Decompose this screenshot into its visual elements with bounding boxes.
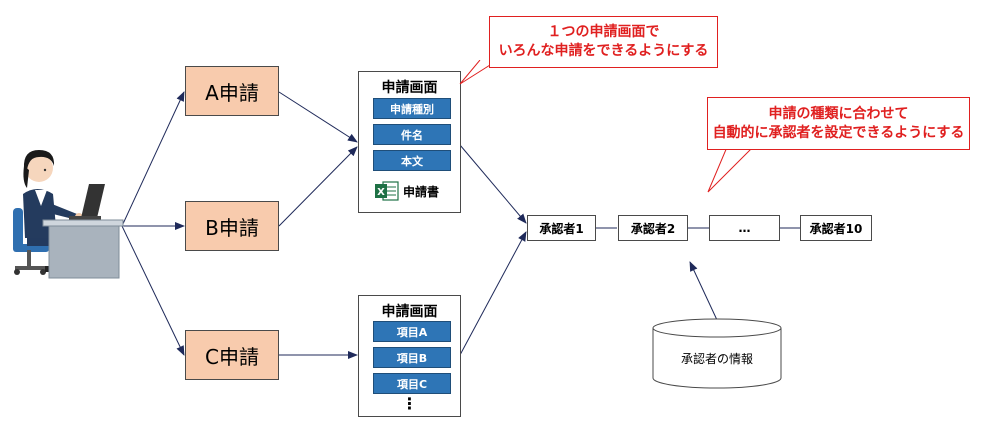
field-item-b: 項目B [373, 347, 451, 368]
field-body: 本文 [373, 150, 451, 171]
attachment-label: 申請書 [403, 185, 440, 199]
approver-1-label: 承認者1 [539, 221, 584, 236]
request-b-box: B申請 [185, 201, 279, 251]
approver-ellipsis-label: … [738, 221, 751, 235]
callout-2-line-1: 申請の種類に合わせて [768, 105, 909, 122]
approver-10-box: 承認者10 [800, 215, 872, 241]
approver-2-label: 承認者2 [630, 221, 676, 236]
field-item-a: 項目A [373, 321, 451, 342]
approver-database-icon [652, 318, 782, 389]
request-a-label: A申請 [205, 80, 259, 105]
callout-1-line-2: いろんな申請をできるようにする [498, 43, 709, 59]
request-a-box: A申請 [185, 66, 279, 116]
screen-2-title: 申請画面 [381, 304, 438, 320]
field-application-type: 申請種別 [373, 98, 451, 119]
field-item-c: 項目C [373, 373, 451, 394]
request-c-box: C申請 [185, 330, 279, 380]
arrow-person-to-a [121, 91, 185, 227]
request-c-label: C申請 [205, 344, 259, 369]
arrow-screen2-to-approver1 [459, 231, 527, 356]
application-screen-2: 申請画面 項目A 項目B 項目C ⋮ [358, 295, 461, 417]
application-screen-1: 申請画面 申請種別 件名 本文 X 申請書 [358, 71, 461, 213]
arrow-person-to-c [121, 225, 185, 356]
person-at-desk-icon [13, 150, 124, 279]
field-subject: 件名 [373, 124, 451, 145]
approver-2-box: 承認者2 [618, 215, 688, 241]
approver-ellipsis-box: … [709, 215, 780, 241]
callout-1-line-1: １つの申請画面で [547, 24, 660, 40]
callout-2-line-2: 自動的に承認者を設定できるようにする [712, 124, 965, 141]
callout-1-pointer [459, 60, 499, 85]
more-items-indicator: ⋮ [401, 394, 418, 413]
arrow-db-to-approvers [689, 261, 718, 321]
excel-file-icon: X [375, 180, 399, 202]
svg-text:X: X [377, 187, 385, 198]
callout-single-screen: １つの申請画面で いろんな申請をできるようにする [489, 16, 718, 68]
request-b-label: B申請 [205, 215, 259, 240]
approver-1-box: 承認者1 [527, 215, 596, 241]
arrow-b-to-screen1 [278, 146, 358, 227]
approver-10-label: 承認者10 [809, 221, 863, 236]
arrow-screen1-to-approver1 [459, 144, 527, 224]
callout-auto-approver: 申請の種類に合わせて 自動的に承認者を設定できるようにする [707, 97, 970, 150]
callout-2-pointer [707, 140, 761, 193]
arrow-a-to-screen1 [278, 91, 358, 143]
database-label: 承認者の情報 [680, 352, 753, 366]
screen-1-title: 申請画面 [381, 80, 438, 96]
